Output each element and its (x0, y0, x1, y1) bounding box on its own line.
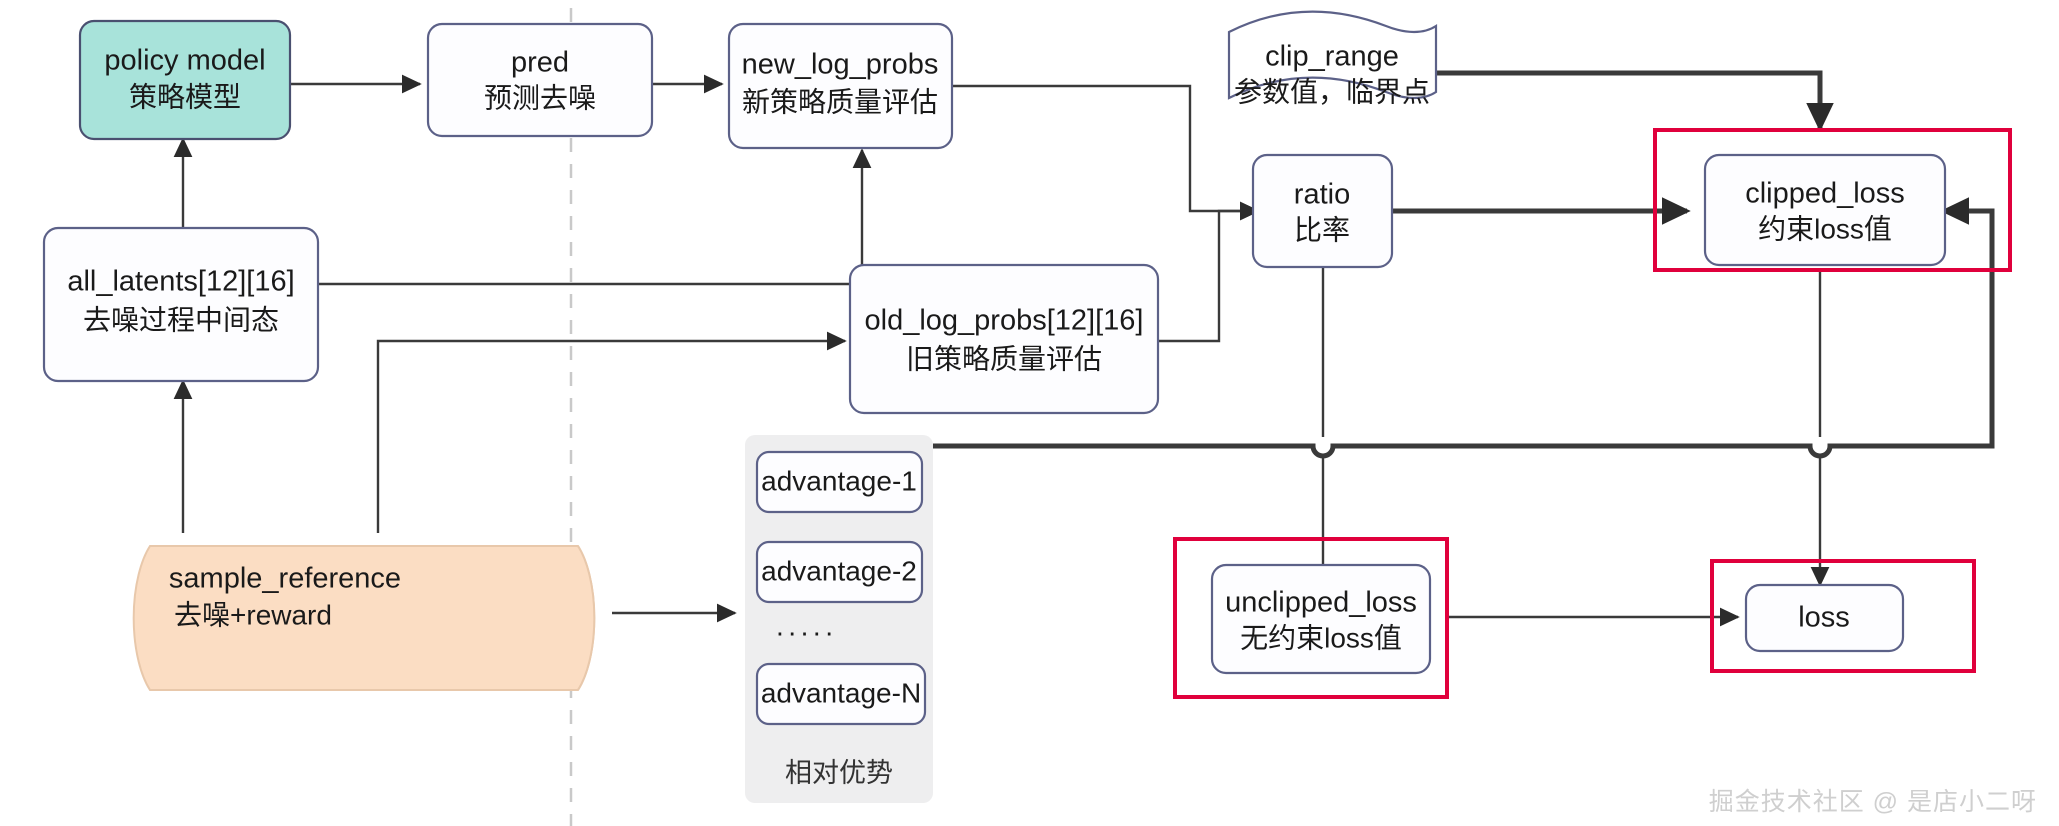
node-all-latents[interactable]: all_latents[12][16] 去噪过程中间态 (42, 226, 320, 383)
node-ratio-label-cn: 比率 (1294, 214, 1350, 245)
node-new-log-probs-shape (727, 22, 954, 150)
highlight-unclipped-loss (1173, 537, 1449, 699)
node-sample-reference-label-en: sample_reference (169, 563, 401, 595)
advantage-group-caption: 相对优势 (785, 758, 893, 788)
node-pred-label-en: pred (511, 47, 569, 79)
node-policy-model[interactable]: policy model 策略模型 (78, 19, 292, 141)
node-clip-range-label-en: clip_range (1265, 41, 1399, 73)
edge-sample-reference-to-old-log-probs (376, 331, 847, 533)
node-pred[interactable]: pred 预测去噪 (426, 22, 654, 138)
list-item-advantage-2[interactable]: advantage-2 (755, 540, 924, 604)
node-all-latents-shape (42, 226, 320, 383)
node-ratio[interactable]: ratio 比率 (1251, 153, 1394, 269)
node-unclipped-loss[interactable]: unclipped_loss 无约束loss值 (1210, 563, 1432, 675)
node-new-log-probs[interactable]: new_log_probs 新策略质量评估 (727, 22, 954, 150)
node-old-log-probs-shape (848, 263, 1160, 415)
node-clipped-loss-label-cn: 约束loss值 (1758, 213, 1892, 244)
node-unclipped-loss-shape (1210, 563, 1432, 675)
node-pred-label-cn: 预测去噪 (484, 82, 596, 113)
node-loss[interactable]: loss (1744, 583, 1905, 653)
edge-old-log-probs-to-ratio (1158, 201, 1260, 343)
node-clipped-loss-label-en: clipped_loss (1745, 178, 1905, 210)
node-old-log-probs-label-en: old_log_probs[12][16] (865, 305, 1144, 337)
node-pred-shape (426, 22, 654, 138)
node-policy-model-label-en: policy model (104, 45, 265, 77)
node-ratio-shape (1251, 153, 1394, 269)
node-old-log-probs[interactable]: old_log_probs[12][16] 旧策略质量评估 (848, 263, 1160, 415)
node-clipped-loss-shape (1703, 153, 1947, 267)
node-clip-range-shape (1227, 10, 1438, 100)
node-clip-range-label-cn: 参数值，临界点 (1234, 76, 1430, 107)
advantage-group: advantage-1 advantage-2 ····· advantage-… (745, 435, 933, 803)
node-loss-shape (1744, 583, 1905, 653)
list-item-advantage-n[interactable]: advantage-N (755, 662, 927, 726)
node-sample-reference-label-cn: 去噪+reward (174, 599, 332, 630)
advantage-1-shape (755, 450, 924, 514)
edge-advantages-to-clipped-loss (933, 197, 1995, 459)
node-all-latents-label-cn: 去噪过程中间态 (83, 304, 279, 335)
watermark: 掘金技术社区 @ 是店小二呀 (1708, 788, 2037, 816)
node-new-log-probs-label-cn: 新策略质量评估 (742, 86, 938, 117)
advantage-2-shape (755, 540, 924, 604)
node-all-latents-label-en: all_latents[12][16] (67, 266, 294, 298)
advantage-1-label: advantage-1 (761, 465, 917, 496)
advantage-n-label: advantage-N (761, 677, 921, 708)
node-ratio-label-en: ratio (1294, 179, 1350, 211)
advantage-ellipsis: ····· (775, 616, 837, 647)
node-unclipped-loss-label-en: unclipped_loss (1225, 587, 1417, 619)
node-old-log-probs-label-cn: 旧策略质量评估 (906, 343, 1102, 374)
node-loss-label-en: loss (1798, 602, 1850, 634)
advantage-n-shape (755, 662, 927, 726)
node-clip-range[interactable]: clip_range 参数值，临界点 (1227, 10, 1438, 108)
list-item-advantage-1[interactable]: advantage-1 (755, 450, 924, 514)
highlight-clipped-loss (1653, 128, 2012, 272)
node-policy-model-label-cn: 策略模型 (129, 81, 241, 112)
node-clipped-loss[interactable]: clipped_loss 约束loss值 (1703, 153, 1947, 267)
node-sample-reference-cap (577, 545, 596, 691)
node-new-log-probs-label-en: new_log_probs (742, 49, 939, 81)
node-unclipped-loss-label-cn: 无约束loss值 (1240, 622, 1402, 653)
highlight-loss (1710, 559, 1976, 673)
edge-new-log-probs-to-ratio (952, 84, 1260, 221)
node-sample-reference[interactable]: sample_reference 去噪+reward (132, 545, 596, 691)
edge-clip-range-to-clipped-loss (1434, 70, 1834, 132)
node-policy-model-shape (78, 19, 292, 141)
advantage-2-label: advantage-2 (761, 555, 917, 586)
edge-all-latents-to-new-log-probs (318, 148, 872, 286)
